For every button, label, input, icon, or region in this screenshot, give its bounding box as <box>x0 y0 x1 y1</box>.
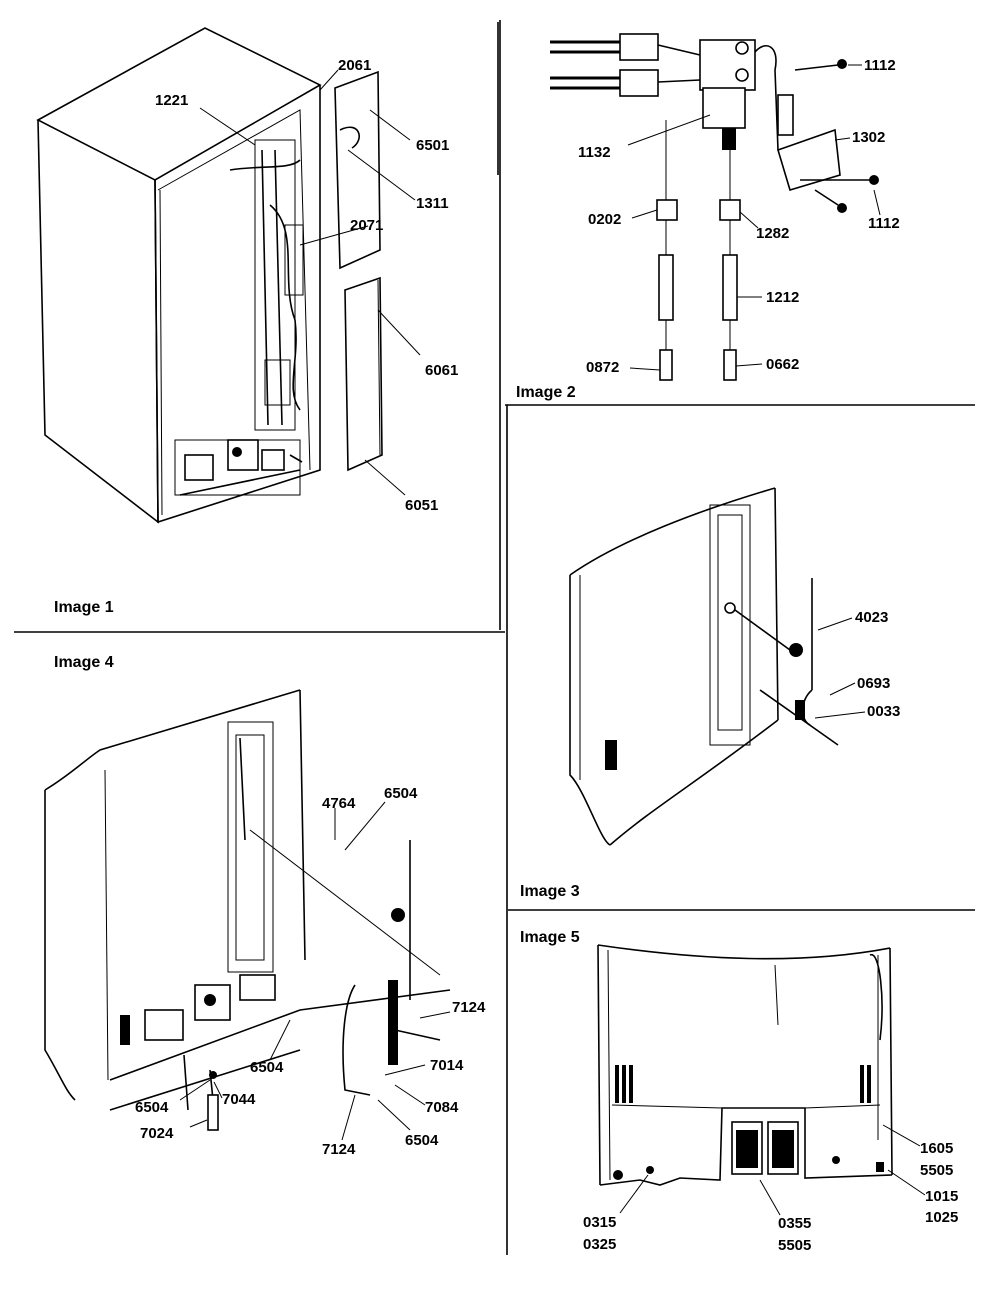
p4-label-8: 7084 <box>425 1099 459 1116</box>
p4-label-0: 4764 <box>322 795 356 812</box>
p2-label-1: 1132 <box>578 144 611 161</box>
p4-label-9: 7124 <box>322 1141 356 1158</box>
p1-label-3: 1311 <box>416 195 449 212</box>
p2-label-7: 0872 <box>586 359 619 376</box>
panel-1-caption: Image 1 <box>54 599 114 616</box>
p2-label-6: 1212 <box>766 289 799 306</box>
p4-label-5: 6504 <box>135 1099 169 1116</box>
panel-dividers <box>14 20 975 1255</box>
p5-label-0: 1605 <box>920 1140 953 1157</box>
panel-5-callouts <box>619 1124 926 1216</box>
panel-3-callouts <box>814 617 866 719</box>
p2-label-0: 1112 <box>864 57 896 74</box>
p5-label-2: 1015 <box>925 1188 958 1205</box>
p1-label-5: 6061 <box>425 362 458 379</box>
p1-label-6: 6051 <box>405 497 438 514</box>
p4-label-1: 6504 <box>384 785 418 802</box>
p5-label-6: 0355 <box>778 1215 811 1232</box>
p4-label-4: 6504 <box>250 1059 284 1076</box>
panel-5-machine-compartment <box>597 944 893 1186</box>
p4-label-6: 7044 <box>222 1091 256 1108</box>
panel-4-caption: Image 4 <box>54 654 114 671</box>
panel-5-caption: Image 5 <box>520 929 580 946</box>
p1-label-0: 2061 <box>338 57 371 74</box>
p5-label-3: 1025 <box>925 1209 958 1226</box>
p3-label-0: 4023 <box>855 609 888 626</box>
panel-3-valve-mount <box>569 487 839 846</box>
panel-3-caption: Image 3 <box>520 883 580 900</box>
panel-1-refrigerator <box>36 27 383 524</box>
panel-1-callouts <box>199 69 421 496</box>
p1-label-2: 6501 <box>416 137 449 154</box>
panel-4-callouts <box>179 801 451 1141</box>
panel-4-bottom-assembly <box>44 689 451 1131</box>
p4-label-3: 7014 <box>430 1057 464 1074</box>
p2-label-5: 1282 <box>756 225 789 242</box>
p5-label-1: 5505 <box>920 1162 953 1179</box>
p3-label-2: 0033 <box>867 703 900 720</box>
p1-label-4: 2071 <box>350 217 383 234</box>
panel-2-caption: Image 2 <box>516 384 576 401</box>
p3-label-1: 0693 <box>857 675 890 692</box>
p5-label-7: 5505 <box>778 1237 811 1254</box>
panel-2-water-valve <box>550 33 879 381</box>
p4-label-10: 6504 <box>405 1132 439 1149</box>
p5-label-4: 0315 <box>583 1214 616 1231</box>
p2-label-2: 1302 <box>852 129 885 146</box>
p4-label-7: 7024 <box>140 1125 174 1142</box>
p5-label-5: 0325 <box>583 1236 616 1253</box>
p2-label-4: 0202 <box>588 211 621 228</box>
p2-label-8: 0662 <box>766 356 799 373</box>
p2-label-3: 1112 <box>868 215 900 232</box>
p1-label-1: 1221 <box>155 92 188 109</box>
panel-2-callouts <box>627 64 881 371</box>
p4-label-2: 7124 <box>452 999 486 1016</box>
